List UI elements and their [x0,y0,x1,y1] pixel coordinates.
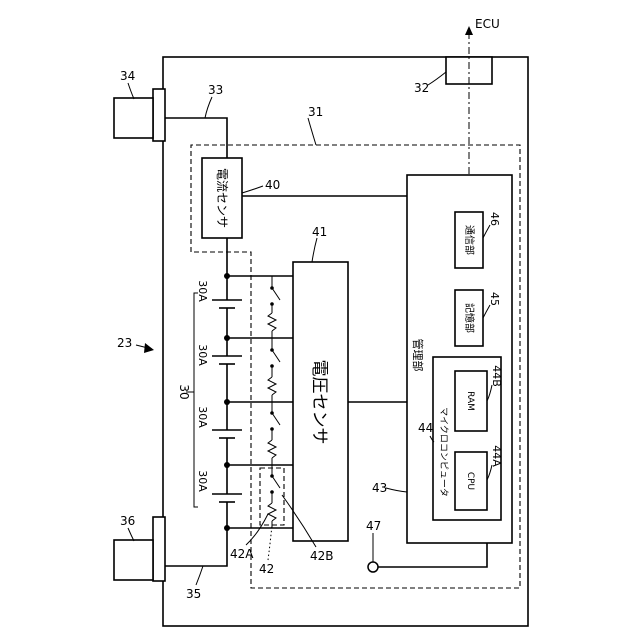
leader-35 [196,566,203,585]
ground-terminal [368,562,378,572]
leader-40 [242,186,263,193]
ram-label: RAM [465,391,475,411]
balance-circuit-2 [268,338,280,402]
label-42: 42 [259,562,274,576]
ecu-arrow-up [465,26,473,35]
label-42a: 42A [230,547,254,561]
label-34: 34 [120,69,135,83]
label-45: 45 [488,292,501,306]
label-36: 36 [120,514,135,528]
balance-circuit-4 [268,465,280,528]
positive-power-line [165,118,227,158]
balance-circuit-1 [268,276,280,338]
terminal-positive-post [114,98,153,138]
label-40: 40 [265,178,280,192]
label-47: 47 [366,519,381,533]
leader-42a [246,514,268,545]
microcomputer-label: マイクロコンピュータ [438,407,449,497]
leader-42 [268,525,272,560]
label-42b: 42B [310,549,334,563]
cpu-label: CPU [465,472,475,490]
label-44b: 44B [490,365,503,387]
leader-34 [128,83,134,99]
leader-33 [205,97,212,118]
arrow-23-head [144,343,154,353]
leader-41 [312,238,317,262]
current-sensor-label: 電流センサ [215,168,229,228]
terminal-positive-base [153,89,165,141]
label-30: 30 [177,384,191,399]
leader-31 [308,118,316,145]
label-35: 35 [186,587,201,601]
balance-circuit-3 [268,402,280,465]
label-30a-4: 30A [196,470,209,492]
terminal-negative-base [153,517,165,581]
label-30a-3: 30A [196,406,209,428]
label-30a-1: 30A [196,280,209,302]
label-44a: 44A [490,445,503,467]
storage-label: 記憶部 [463,303,476,333]
label-23: 23 [117,336,132,350]
label-32: 32 [414,81,429,95]
voltage-sensor-label: 電圧センサ [309,360,329,445]
communication-label: 通信部 [463,225,476,255]
ground-terminal-line [378,543,487,567]
label-ecu: ECU [475,17,500,31]
management-label: 管理部 [411,339,425,372]
label-33: 33 [208,83,223,97]
label-44: 44 [418,421,433,435]
label-31: 31 [308,105,323,119]
label-41: 41 [312,225,327,239]
leader-43 [386,488,407,492]
leader-36 [128,528,134,541]
negative-power-line [165,528,227,566]
label-43: 43 [372,481,387,495]
leader-32 [428,72,446,85]
terminal-negative-post [114,540,153,580]
label-30a-2: 30A [196,344,209,366]
label-46: 46 [488,212,501,226]
